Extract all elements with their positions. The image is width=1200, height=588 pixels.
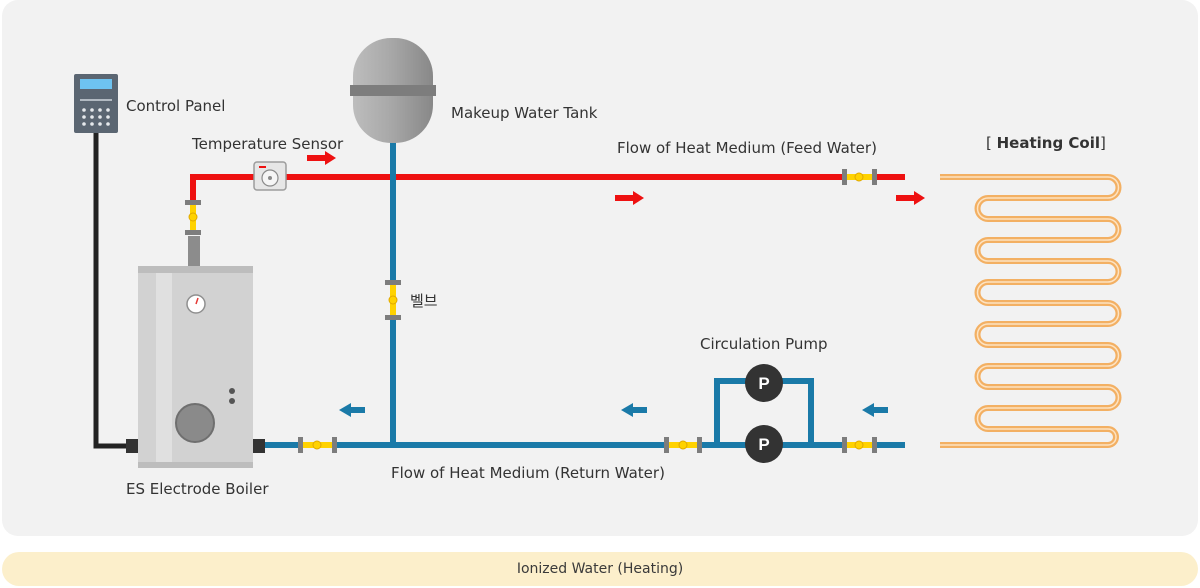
- feed-line-valve: [842, 169, 877, 185]
- return-valve-pump: [664, 437, 702, 453]
- control-panel-label: Control Panel: [126, 97, 226, 115]
- control-panel-device: [74, 74, 118, 133]
- makeup-water-tank-label: Makeup Water Tank: [451, 104, 598, 122]
- diagram-background: [2, 0, 1198, 536]
- circulation-pump-label: Circulation Pump: [700, 335, 828, 353]
- feed-flow-arrow-2: [615, 191, 644, 205]
- makeup-line-valve: [385, 280, 401, 320]
- circulation-pump-top: P: [745, 364, 783, 402]
- return-water-flow-label: Flow of Heat Medium (Return Water): [391, 464, 665, 482]
- feed-flow-arrow-1: [307, 151, 336, 165]
- pump-symbol-top: P: [758, 374, 769, 393]
- boiler-label: ES Electrode Boiler: [126, 480, 269, 498]
- electrode-boiler: [126, 236, 265, 468]
- return-flow-arrow-3: [862, 403, 888, 417]
- footer-caption: Ionized Water (Heating): [2, 552, 1198, 586]
- control-cable: [93, 132, 126, 449]
- circulation-pump-bottom: P: [745, 425, 783, 463]
- heating-coil: [940, 174, 1122, 448]
- return-flow-arrow-1: [339, 403, 365, 417]
- return-flow-arrow-2: [621, 403, 647, 417]
- makeup-water-tank: [350, 38, 436, 143]
- temperature-sensor-device: [253, 161, 287, 191]
- feed-water-pipe: [190, 174, 940, 200]
- feed-water-flow-label: Flow of Heat Medium (Feed Water): [617, 139, 877, 157]
- heating-coil-label: [ Heating Coil]: [986, 134, 1106, 152]
- boiler-outlet-valve: [185, 200, 201, 235]
- return-valve-coil: [842, 437, 877, 453]
- pump-symbol-bottom: P: [758, 435, 769, 454]
- feed-flow-arrow-3: [896, 191, 925, 205]
- heating-system-diagram: P P: [2, 0, 1198, 536]
- valve-label: 벨브: [410, 292, 438, 310]
- return-valve-boiler: [298, 437, 337, 453]
- temperature-sensor-label: Temperature Sensor: [192, 135, 344, 153]
